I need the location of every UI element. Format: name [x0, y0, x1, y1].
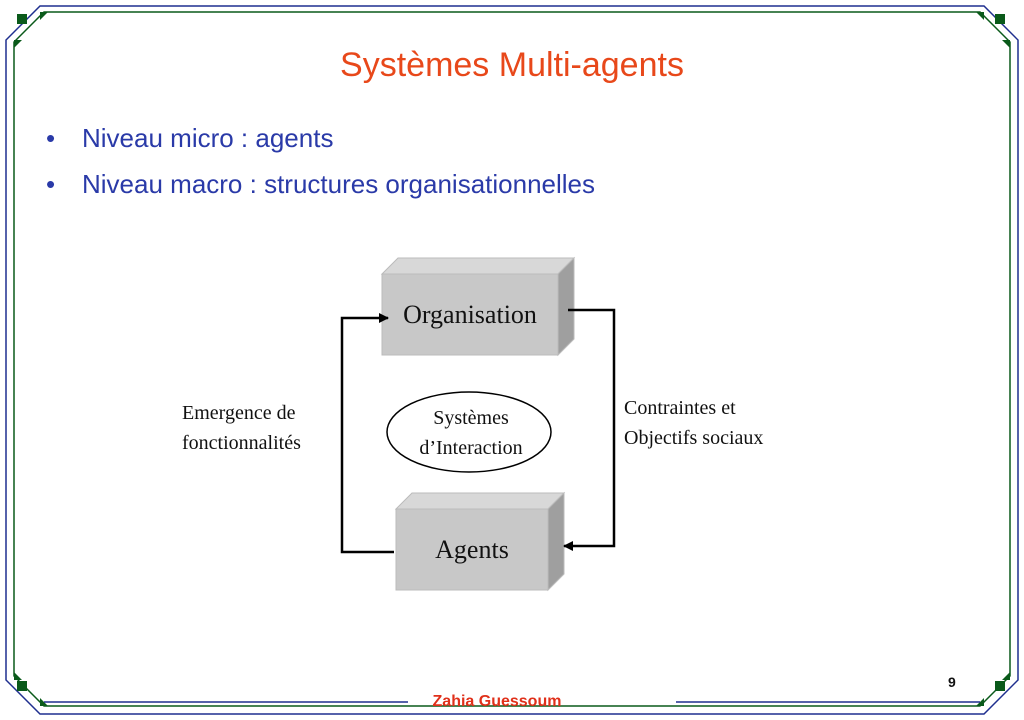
emergence-label-line1: Emergence de [182, 402, 296, 424]
interaction-label-line2: d’Interaction [419, 437, 523, 459]
bullet-text: Niveau macro : structures organisationne… [82, 169, 596, 199]
left-arrow [340, 313, 394, 554]
agents-box: Agents [435, 534, 509, 564]
constraints-label: Contraintes et Objectifs sociaux [624, 393, 763, 453]
page-number: 9 [948, 674, 956, 690]
bullet-item: • Niveau micro : agents [46, 120, 595, 166]
corner-square-icon [995, 14, 1005, 24]
footer-author: Zahia Guessoum [432, 693, 562, 710]
bullet-list: • Niveau micro : agents • Niveau macro :… [46, 120, 595, 212]
emergence-label: Emergence de fonctionnalités [182, 398, 301, 458]
corner-square-icon [17, 14, 27, 24]
bullet-icon: • [46, 169, 56, 199]
interaction-label: Systèmes d’Interaction [386, 403, 556, 463]
slide-title: Systèmes Multi-agents [340, 46, 684, 84]
corner-square-icon [17, 681, 27, 691]
organisation-box-shape [380, 256, 576, 357]
constraints-label-line2: Objectifs sociaux [624, 427, 764, 449]
right-arrow [563, 308, 616, 551]
bullet-text: Niveau micro : agents [82, 123, 334, 153]
organisation-box: Organisation [403, 299, 537, 329]
agents-box-shape [394, 491, 566, 592]
interaction-ellipse [386, 391, 552, 473]
interaction-label-line1: Systèmes [433, 407, 509, 429]
emergence-label-line2: fonctionnalités [182, 432, 301, 454]
constraints-label-line1: Contraintes et [624, 397, 736, 419]
corner-square-icon [995, 681, 1005, 691]
bullet-icon: • [46, 123, 56, 153]
bullet-item: • Niveau macro : structures organisation… [46, 166, 595, 212]
